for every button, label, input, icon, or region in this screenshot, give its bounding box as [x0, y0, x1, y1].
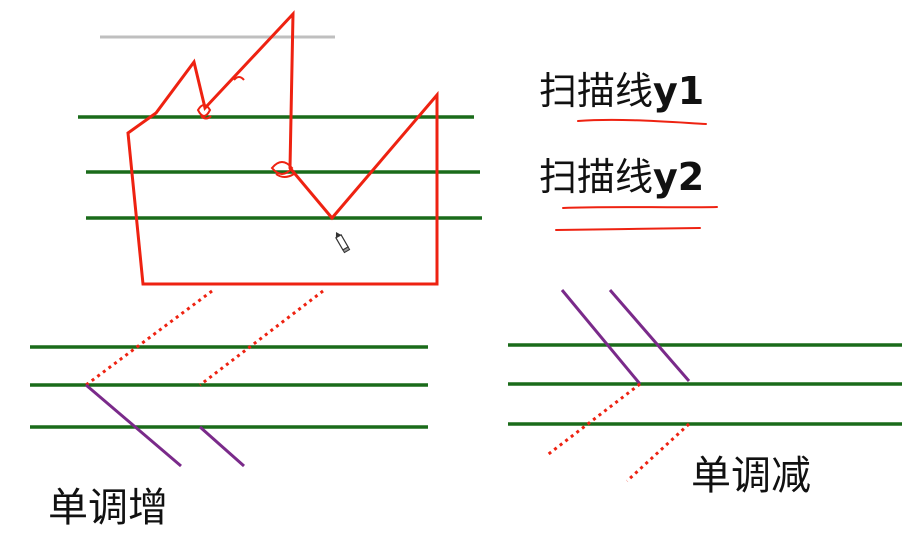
vertex-mark-2 [270, 161, 294, 175]
dotted-edge-left-1 [85, 289, 213, 387]
solid-edge-right-2 [608, 289, 691, 382]
underline-y2-b [555, 227, 701, 231]
solid-edge-left-1 [85, 383, 182, 468]
scan-line-y1-prefix: 扫描线 [539, 69, 654, 113]
decreasing-scene [508, 289, 902, 483]
vertex-mark-1 [196, 104, 212, 117]
scan-line-y1-label: 扫描线y1 [539, 72, 704, 110]
scan-line-y2-var: y2 [653, 155, 705, 199]
vertex-mark-2b [275, 173, 295, 178]
polygon-outline [126, 10, 439, 286]
scan-line-y1-var: y1 [653, 69, 705, 113]
underline-y1 [577, 118, 707, 125]
vertex-mark-3 [233, 76, 245, 81]
increasing-scene [30, 289, 428, 468]
dotted-edge-left-2 [199, 289, 324, 387]
pencil-cursor-icon [335, 232, 351, 254]
dotted-edge-right-1 [545, 382, 641, 458]
dotted-edge-right-2 [625, 422, 691, 483]
solid-edge-right-1 [560, 289, 642, 385]
monotonic-decrease-label: 单调减 [691, 453, 811, 499]
vertex-marks [196, 76, 295, 178]
underline-y2-a [562, 206, 718, 209]
label-underlines [555, 118, 718, 231]
solid-edge-left-2 [199, 425, 245, 468]
scan-line-y2-prefix: 扫描线 [539, 155, 654, 199]
scan-line-y2-label: 扫描线y2 [539, 158, 704, 196]
monotonic-increase-label: 单调增 [48, 485, 168, 531]
top-scene [78, 10, 482, 286]
vertex-mark-1b [200, 115, 212, 120]
